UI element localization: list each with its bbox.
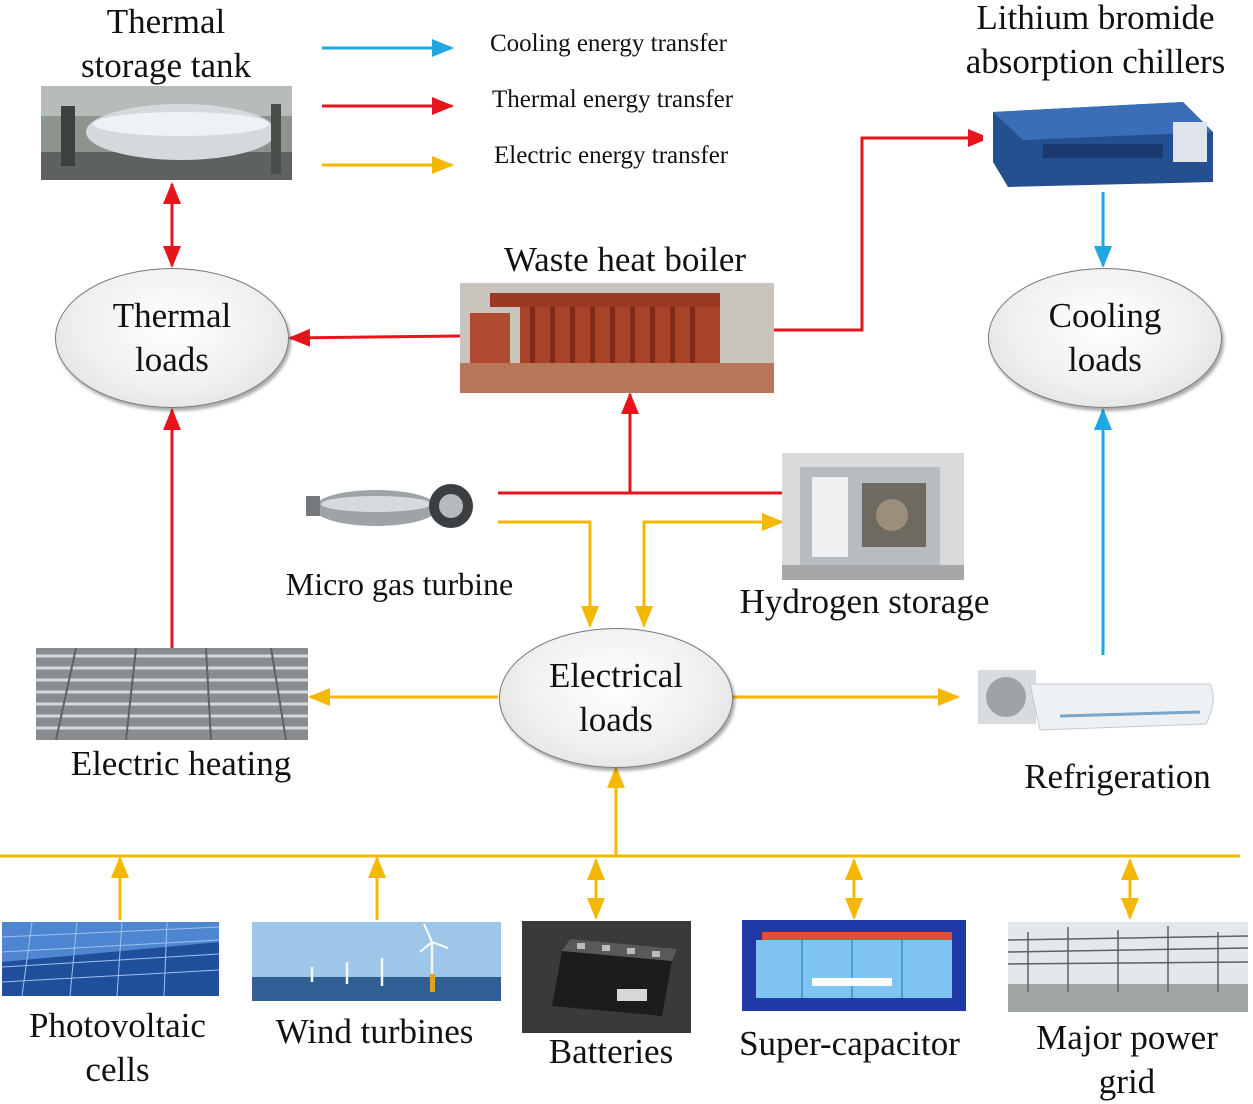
micro-gas-turbine-image	[296, 478, 488, 536]
thermal-loads-node: Thermal loads	[55, 268, 289, 408]
thermal-storage-tank-label: Thermal storage tank	[80, 2, 252, 85]
lithium-bromide-chillers-label: Lithium bromide absorption chillers	[965, 0, 1226, 81]
major-power-grid-label: Major power grid	[1036, 1018, 1218, 1101]
turbine-to-electrical-loads	[498, 520, 599, 628]
batteries-label: Batteries	[548, 1032, 674, 1071]
wind-turbines-label: Wind turbines	[275, 1012, 474, 1051]
hydrogen-to-electrical-loads	[635, 513, 784, 628]
major-power-grid-image	[1008, 922, 1248, 1012]
cooling-loads-label: Cooling loads	[1048, 296, 1162, 379]
legend-cooling-label: Cooling energy transfer	[490, 30, 727, 57]
refrigeration-label: Refrigeration	[1024, 757, 1211, 796]
photovoltaic-cells-label: Photovoltaic cells	[29, 1006, 206, 1089]
waste-heat-boiler-label: Waste heat boiler	[503, 240, 747, 279]
electrical-loads-node: Electrical loads	[499, 628, 733, 768]
photovoltaic-cells-image	[2, 922, 219, 996]
cooling-loads-node: Cooling loads	[988, 268, 1222, 408]
electrical-loads-label: Electrical loads	[548, 656, 684, 739]
waste-heat-boiler-image	[460, 283, 774, 393]
refrigeration-image	[970, 660, 1220, 740]
super-capacitor-label: Super-capacitor	[739, 1024, 960, 1063]
micro-gas-turbine-label: Micro gas turbine	[285, 566, 514, 602]
batteries-image	[522, 921, 691, 1033]
wind-turbines-image	[252, 922, 501, 1001]
legend-thermal-label: Thermal energy transfer	[492, 86, 734, 113]
lithium-bromide-chillers-image	[983, 92, 1223, 192]
legend-electric-label: Electric energy transfer	[494, 142, 729, 169]
electric-heating-image	[36, 648, 308, 740]
thermal-storage-tank-image	[41, 86, 292, 180]
boiler-to-chillers	[774, 129, 990, 332]
boiler-to-thermal-loads	[288, 328, 461, 347]
hydrogen-storage-image	[782, 453, 964, 580]
hydrogen-storage-label: Hydrogen storage	[739, 582, 990, 621]
thermal-loads-label: Thermal loads	[112, 296, 232, 379]
electric-heating-label: Electric heating	[70, 744, 292, 783]
super-capacitor-image	[742, 920, 966, 1011]
